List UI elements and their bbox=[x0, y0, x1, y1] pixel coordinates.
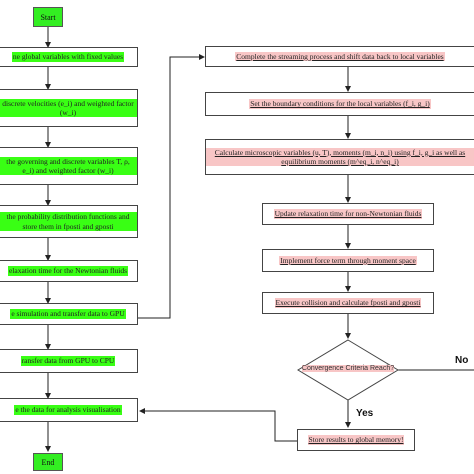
left-step-2: discrete velocities (e_i) and weighted f… bbox=[0, 89, 138, 127]
right-step-4-text: Update relaxation time for non-Newtonian… bbox=[273, 209, 423, 219]
right-step-3-text: Calculate microscopic variables (u, T), … bbox=[206, 147, 474, 167]
left-step-3: the governing and discrete variables T, … bbox=[0, 147, 138, 185]
arrow-store-to-analysis bbox=[139, 408, 297, 442]
left-step-8: e the data for analysis visualisation bbox=[0, 398, 138, 422]
right-step-4: Update relaxation time for non-Newtonian… bbox=[262, 203, 434, 225]
right-step-3: Calculate microscopic variables (u, T), … bbox=[205, 139, 474, 175]
left-step-7-text: ransfer data from GPU to CPU bbox=[20, 356, 116, 366]
left-step-1: ne global variables with fixed values bbox=[0, 47, 138, 67]
left-step-4-text: the probability distribution functions a… bbox=[0, 212, 137, 231]
right-step-2: Set the boundary conditions for the loca… bbox=[205, 92, 474, 116]
start-terminal: Start bbox=[33, 7, 63, 27]
store-results-text: Store results to global memory! bbox=[307, 435, 405, 445]
start-label: Start bbox=[40, 12, 56, 22]
left-step-6-text: e simulation and transfer data to GPU bbox=[10, 309, 126, 319]
right-step-5: Implement force term through moment spac… bbox=[262, 249, 434, 272]
right-step-5-text: Implement force term through moment spac… bbox=[279, 255, 417, 266]
no-label: No bbox=[455, 355, 469, 366]
right-step-6: Execute collision and calculate fposti a… bbox=[262, 292, 434, 314]
left-step-4: the probability distribution functions a… bbox=[0, 205, 138, 238]
arrow-gpu-to-streaming bbox=[138, 54, 205, 319]
left-step-5: elaxation time for the Newtonian fluids bbox=[0, 260, 138, 282]
end-label: End bbox=[41, 457, 55, 467]
right-step-1-text: Complete the streaming process and shift… bbox=[235, 51, 445, 62]
right-step-2-text: Set the boundary conditions for the loca… bbox=[249, 99, 431, 109]
left-step-8-text: e the data for analysis visualisation bbox=[14, 405, 122, 415]
left-step-7: ransfer data from GPU to CPU bbox=[0, 349, 138, 373]
left-step-2-text: discrete velocities (e_i) and weighted f… bbox=[0, 98, 137, 118]
left-step-1-text: ne global variables with fixed values bbox=[11, 52, 125, 62]
left-step-5-text: elaxation time for the Newtonian fluids bbox=[7, 266, 129, 276]
right-step-6-text: Execute collision and calculate fposti a… bbox=[274, 298, 422, 308]
store-results-box: Store results to global memory! bbox=[297, 429, 415, 451]
left-step-3-text: the governing and discrete variables T, … bbox=[0, 156, 137, 176]
decision-label-text: Convergence Criteria Reach? bbox=[301, 365, 395, 372]
yes-label: Yes bbox=[356, 408, 374, 419]
right-step-1: Complete the streaming process and shift… bbox=[205, 46, 474, 67]
end-terminal: End bbox=[33, 453, 63, 471]
left-step-6: e simulation and transfer data to GPU bbox=[0, 303, 138, 325]
decision-label: Convergence Criteria Reach? bbox=[298, 365, 398, 372]
